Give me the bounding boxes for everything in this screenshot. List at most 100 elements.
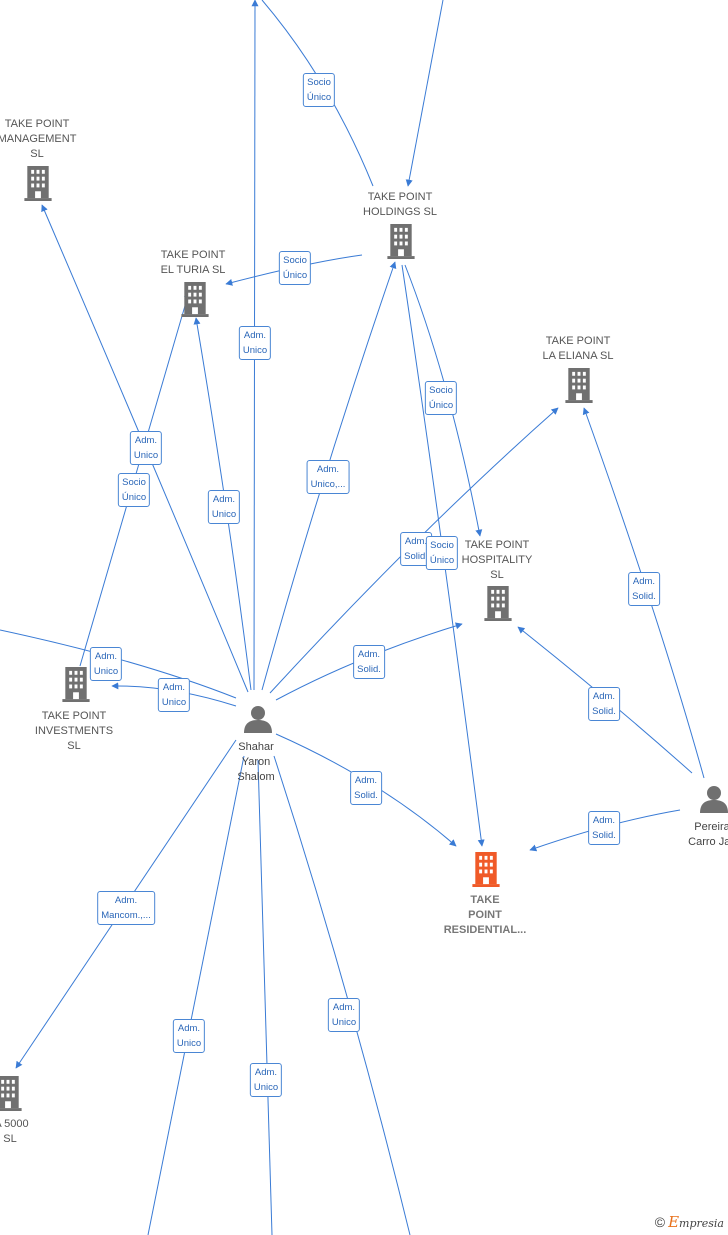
edge-label-line: Solid. (632, 591, 656, 602)
node-label-line: IA 5000 (0, 1118, 29, 1130)
copyright-symbol: © (654, 1214, 666, 1230)
person-icon-pereira[interactable] (700, 786, 728, 813)
edge-label-line: Socio (283, 255, 307, 266)
edge-label-line: Adm. (592, 691, 616, 702)
node-label-line: HOLDINGS SL (363, 206, 437, 218)
edge-label-line: Único (429, 555, 455, 566)
node-label-line: TAKE POINT (464, 539, 530, 551)
edge-label-line: Adm. (357, 649, 381, 660)
building-icon-ia5000[interactable] (0, 1076, 22, 1111)
node-label-line: Shahar (238, 741, 274, 753)
edge-label[interactable]: Adm. Unico (89, 647, 123, 681)
edge-label-line: Unico,... (310, 479, 346, 490)
node-label-line: HOSPITALITY (461, 554, 533, 566)
edge-label[interactable]: Adm. Mancom.,... (97, 891, 155, 925)
node-label-line: INVESTMENTS (34, 725, 114, 737)
edge-label-line: Adm. (254, 1067, 278, 1078)
edge-label[interactable]: Adm. Unico (238, 326, 272, 360)
edge-label-line: Socio (430, 540, 454, 551)
edge-label-line: Unico (211, 509, 237, 520)
building-icon-residential[interactable] (472, 852, 500, 887)
edge-label-line: Solid. (592, 706, 616, 717)
edge-shahar-down-mid (257, 759, 273, 1235)
edge-label[interactable]: Adm.Unico (172, 1019, 206, 1053)
node-label-line: SL (490, 569, 504, 581)
node-label-line: TAKE POINT (4, 118, 70, 130)
edge-label-line: Adm. (243, 330, 267, 341)
edge-label-line: Adm. (212, 494, 236, 505)
node-label-line: SL (3, 1133, 17, 1145)
edge-shahar-down-left (147, 755, 245, 1235)
edge-label-line: Unico (93, 666, 119, 677)
edge-label[interactable]: Adm. Unico (157, 678, 191, 712)
building-icon-el-turia[interactable] (181, 282, 209, 317)
edge-label-line: Mancom.,... (101, 910, 151, 921)
edge-label-line: Solid. (357, 664, 381, 675)
node-label-line: TAKE POINT (545, 335, 611, 347)
edge-label[interactable]: Adm. Unico (207, 490, 241, 524)
edge-to-holdings-top (405, 0, 444, 187)
node-label-line: Carro Jav (688, 836, 728, 848)
edge-label-line: Unico (253, 1082, 279, 1093)
edge-label-line: Solid. (592, 830, 616, 841)
building-icon-holdings[interactable] (387, 224, 415, 259)
edge-label-line: Adm. (332, 1002, 356, 1013)
node-label-la-eliana[interactable]: TAKE POINT LA ELIANA SL (543, 334, 614, 364)
node-label-hospitality[interactable]: TAKE POINT HOSPITALITY SL (462, 538, 533, 583)
node-label-line: Pereira (694, 821, 728, 833)
node-label-line: LA ELIANA SL (542, 350, 614, 362)
edge-label-line: Unico (242, 345, 268, 356)
building-icon-la-eliana[interactable] (565, 368, 593, 403)
node-label-line: Yaron (241, 756, 271, 768)
edge-label[interactable]: Adm. Solid. (588, 811, 620, 845)
building-icon-management[interactable] (24, 166, 52, 201)
edge-label-line: Adm. (134, 435, 158, 446)
node-label-line: MANAGEMENT (0, 133, 77, 145)
node-label-line: TAKE (470, 894, 500, 906)
edge-label[interactable]: Adm. Unico (249, 1063, 283, 1097)
brand-name: mpresia (679, 1217, 724, 1230)
edge-label-line: Adm. (114, 895, 138, 906)
edge-label[interactable]: Adm. Solid. (588, 687, 620, 721)
edge-label-line: Socio (429, 385, 453, 396)
edge-label[interactable]: Adm.Solid. (350, 771, 382, 805)
nodes (0, 166, 728, 1111)
edge-label-line: Adm. (316, 464, 340, 475)
edge-label-line: Adm. (404, 536, 428, 547)
node-label-line: TAKE POINT (41, 710, 107, 722)
edge-label-line: Adm. (162, 682, 186, 693)
edge-label-line: Solid. (354, 790, 378, 801)
building-icon-investments[interactable] (62, 667, 90, 702)
person-icon-shahar[interactable] (244, 706, 272, 733)
edge-label[interactable]: Adm. Unico,... (306, 460, 350, 494)
edge-label-line: Unico (176, 1038, 202, 1049)
node-label-line: RESIDENTIAL... (443, 924, 527, 936)
edge-label-line: Socio (122, 477, 146, 488)
edge-left-investments (0, 629, 237, 699)
edge-shahar-down-right (273, 755, 411, 1235)
edge-label[interactable]: Adm.Solid. (628, 572, 660, 606)
edge-label-line: Adm. (94, 651, 118, 662)
edge-label-line: Adm. (592, 815, 616, 826)
edge-label[interactable]: Adm.Unico (129, 431, 163, 465)
edge-label[interactable]: Adm.Unico (327, 998, 361, 1032)
edge-label-line: Unico (161, 697, 187, 708)
edge-label-line: Único (282, 270, 308, 281)
building-icon-hospitality[interactable] (484, 586, 512, 621)
edge-label[interactable]: Adm. Solid. (353, 645, 385, 679)
edge-label-line: Socio (307, 77, 331, 88)
